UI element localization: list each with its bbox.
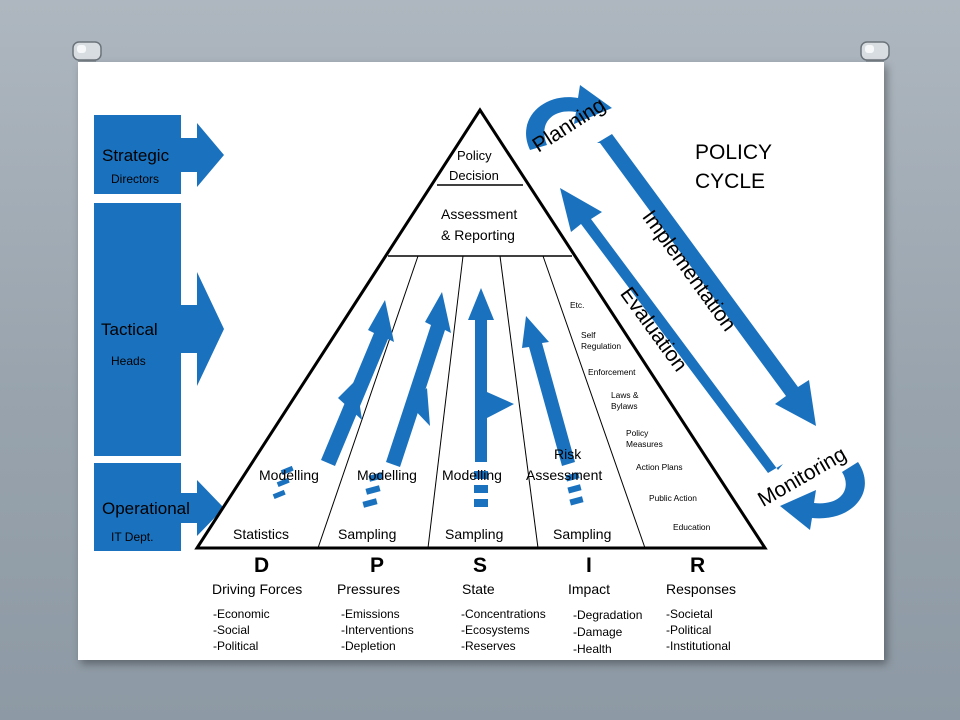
- list-item: -Emissions: [341, 607, 400, 621]
- response-action-plans: Action Plans: [636, 462, 683, 472]
- pyramid-middle-line2: & Reporting: [441, 227, 515, 243]
- dpsir-items-impact: -Degradation -Damage -Health: [573, 607, 642, 658]
- dpsir-letter-p: P: [370, 554, 385, 577]
- list-item: -Ecosystems: [461, 623, 530, 637]
- response-policy: Policy: [626, 428, 649, 438]
- dpsir-letter-r: R: [690, 554, 706, 577]
- level-sub-it-dept: IT Dept.: [111, 530, 154, 544]
- dpsir-items-pressures: -Emissions -Interventions -Depletion: [341, 606, 414, 654]
- level-title-operational: Operational: [102, 499, 190, 518]
- list-item: -Health: [573, 642, 612, 656]
- dpsir-name-driving-forces: Driving Forces: [212, 581, 303, 597]
- base-label-sampling: Sampling: [553, 526, 612, 542]
- dpsir-items-state: -Concentrations -Ecosystems -Reserves: [461, 606, 546, 654]
- response-enforcement: Enforcement: [588, 367, 636, 377]
- dpsir-letter-d: D: [254, 554, 270, 577]
- pyramid-middle-line1: Assessment: [441, 206, 518, 222]
- list-item: -Social: [213, 623, 250, 637]
- base-label-sampling: Sampling: [338, 526, 397, 542]
- dpsir-items-responses: -Societal -Political -Institutional: [666, 606, 731, 654]
- list-item: -Economic: [213, 607, 270, 621]
- dpsir-name-impact: Impact: [568, 581, 611, 597]
- base-label-sampling: Sampling: [445, 526, 504, 542]
- level-sub-directors: Directors: [111, 172, 160, 186]
- list-item: -Institutional: [666, 639, 731, 653]
- list-item: -Depletion: [341, 639, 396, 653]
- level-title-strategic: Strategic: [102, 146, 170, 165]
- dpsir-letter-s: S: [473, 554, 488, 577]
- level-title-tactical: Tactical: [101, 320, 158, 339]
- response-education: Education: [673, 522, 711, 532]
- column-label-modelling: Modelling: [259, 467, 319, 483]
- list-item: -Concentrations: [461, 607, 546, 621]
- base-label-statistics: Statistics: [233, 526, 290, 542]
- list-item: -Reserves: [461, 639, 516, 653]
- dpsir-letter-i: I: [586, 554, 592, 577]
- list-item: -Interventions: [341, 623, 414, 637]
- list-item: -Political: [666, 623, 712, 637]
- response-regulation: Regulation: [581, 341, 622, 351]
- column-label-risk: Risk: [554, 446, 582, 462]
- response-laws: Laws &: [611, 390, 639, 400]
- pyramid-top-line1: Policy: [457, 148, 492, 163]
- dpsir-name-state: State: [462, 581, 495, 597]
- response-etc: Etc.: [570, 300, 585, 310]
- list-item: -Degradation: [573, 608, 643, 622]
- list-item: -Damage: [573, 625, 623, 639]
- policy-cycle-arrows: [526, 85, 865, 530]
- policy-cycle-title-line2: CYCLE: [695, 170, 766, 193]
- policy-cycle-title-line1: POLICY: [695, 141, 773, 164]
- response-self: Self: [581, 330, 596, 340]
- response-measures: Measures: [626, 439, 663, 449]
- response-bylaws: Bylaws: [611, 401, 638, 411]
- column-label-modelling: Modelling: [357, 467, 417, 483]
- level-sub-heads: Heads: [111, 354, 146, 368]
- list-item: -Societal: [666, 607, 713, 621]
- pyramid-top-line2: Decision: [449, 168, 499, 183]
- dpsir-name-responses: Responses: [666, 581, 737, 597]
- level-arrows: [94, 115, 224, 551]
- dpsir-name-pressures: Pressures: [337, 581, 401, 597]
- list-item: -Political: [213, 639, 259, 653]
- dpsir-items-driving-forces: -Economic -Social -Political: [213, 606, 270, 654]
- column-label-assessment: Assessment: [526, 467, 603, 483]
- response-public-action: Public Action: [649, 493, 697, 503]
- column-label-modelling: Modelling: [442, 467, 502, 483]
- upward-arrows: [272, 288, 584, 508]
